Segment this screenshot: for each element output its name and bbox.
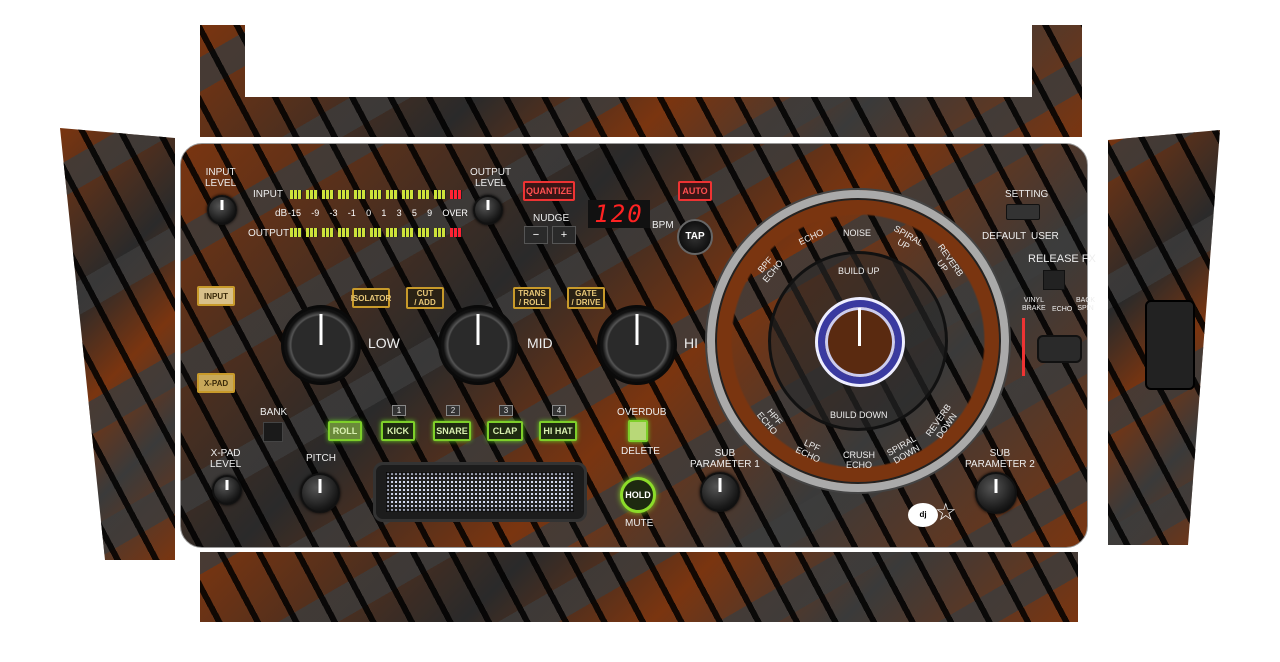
release-fx-echo: ECHO: [1052, 306, 1073, 313]
star-icon: ☆: [935, 499, 957, 526]
clap-button[interactable]: CLAP: [487, 421, 523, 441]
setting-switch[interactable]: [1006, 204, 1040, 220]
djskins-logo: dj: [908, 503, 938, 527]
sub-parameter-1-label: SUB PARAMETER 1: [690, 448, 760, 470]
bottom-skin-panel: [200, 552, 1078, 622]
isolator-button[interactable]: ISOLATOR: [351, 288, 391, 308]
scale-tick: -3: [329, 208, 338, 218]
hihat-button[interactable]: HI HAT: [539, 421, 577, 441]
nudge-plus-button[interactable]: +: [552, 226, 576, 244]
scale-tick: 1: [381, 208, 387, 218]
bpm-display: 120: [588, 200, 650, 228]
xpad-level-knob[interactable]: [212, 475, 242, 505]
scale-tick: 0: [366, 208, 372, 218]
center-knob-indicator: [858, 308, 861, 346]
sub-parameter-2-knob[interactable]: [975, 472, 1017, 514]
input-level-label: INPUT LEVEL: [205, 167, 237, 189]
scale-tick: -1: [347, 208, 356, 218]
delete-label: DELETE: [621, 446, 660, 457]
roll-button[interactable]: ROLL: [328, 421, 362, 441]
xpad-led-grid: [386, 472, 574, 512]
tap-button[interactable]: TAP: [677, 219, 713, 255]
output-level-label: OUTPUT LEVEL: [470, 167, 512, 189]
release-fx-level-indicator: [1022, 318, 1025, 376]
pad-number-2: 2: [446, 405, 460, 416]
fx-crush-echo: CRUSH ECHO: [843, 450, 876, 470]
setting-label: SETTING: [1005, 189, 1049, 200]
meter-output-label: OUTPUT: [248, 228, 290, 239]
xpad-touch-strip[interactable]: [373, 462, 587, 522]
nudge-label: NUDGE: [533, 213, 570, 224]
mute-label: MUTE: [625, 518, 654, 529]
pad-number-4: 4: [552, 405, 566, 416]
auto-button[interactable]: AUTO: [678, 181, 712, 201]
scale-tick: -9: [311, 208, 320, 218]
bank-button[interactable]: [263, 422, 283, 442]
hi-label: HI: [684, 335, 698, 351]
hi-knob[interactable]: [597, 305, 677, 385]
pad-number-3: 3: [499, 405, 513, 416]
overdub-button[interactable]: [628, 420, 648, 442]
scale-tick: 9: [427, 208, 433, 218]
build-up-label: BUILD UP: [838, 266, 880, 276]
hold-button[interactable]: HOLD: [620, 477, 656, 513]
sub-parameter-2-label: SUB PARAMETER 2: [965, 448, 1035, 470]
output-level-knob[interactable]: [473, 195, 503, 225]
input-level-knob[interactable]: [207, 195, 237, 225]
quantize-button[interactable]: QUANTIZE: [523, 181, 575, 201]
overdub-label: OVERDUB: [617, 407, 667, 418]
top-skin-panel: [200, 25, 1082, 137]
bpm-unit: BPM: [652, 220, 674, 231]
scale-tick: -15: [288, 208, 302, 218]
release-fx-lever[interactable]: [1037, 335, 1082, 363]
mid-label: MID: [527, 335, 553, 351]
release-fx-label: RELEASE FX: [1028, 253, 1096, 265]
scale-tick: OVER: [442, 208, 468, 218]
low-knob[interactable]: [281, 305, 361, 385]
side-slot: [1145, 300, 1195, 390]
kick-button[interactable]: KICK: [381, 421, 415, 441]
setting-user: USER: [1031, 231, 1059, 242]
cut-add-button[interactable]: CUT / ADD: [406, 287, 444, 309]
scale-tick: 3: [396, 208, 402, 218]
fx-noise: NOISE: [843, 228, 872, 238]
bank-label: BANK: [260, 407, 288, 418]
build-down-label: BUILD DOWN: [830, 410, 888, 420]
input-button[interactable]: INPUT: [197, 286, 235, 306]
mid-knob[interactable]: [438, 305, 518, 385]
snare-button[interactable]: SNARE: [433, 421, 471, 441]
meter-input-label: INPUT: [253, 189, 283, 200]
release-fx-selector[interactable]: [1043, 270, 1065, 290]
pad-number-1: 1: [392, 405, 406, 416]
trans-roll-button[interactable]: TRANS / ROLL: [513, 287, 551, 309]
sub-parameter-1-knob[interactable]: [700, 472, 740, 512]
scale-tick: 5: [411, 208, 417, 218]
release-fx-vinyl-brake: VINYL BRAKE: [1022, 297, 1046, 312]
pitch-knob[interactable]: [300, 473, 340, 513]
pitch-label: PITCH: [306, 453, 336, 464]
output-meter: [290, 228, 462, 237]
xpad-level-label: X-PAD LEVEL: [210, 448, 242, 470]
setting-default: DEFAULT: [982, 231, 1027, 242]
input-meter: [290, 190, 462, 199]
gate-drive-button[interactable]: GATE / DRIVE: [567, 287, 605, 309]
release-fx-back-spin: BACK SPIN: [1076, 297, 1096, 312]
xpad-button[interactable]: X-PAD: [197, 373, 235, 393]
left-side-panel: [60, 128, 175, 560]
nudge-minus-button[interactable]: −: [524, 226, 548, 244]
db-label: dB: [275, 208, 288, 219]
low-label: LOW: [368, 335, 400, 351]
